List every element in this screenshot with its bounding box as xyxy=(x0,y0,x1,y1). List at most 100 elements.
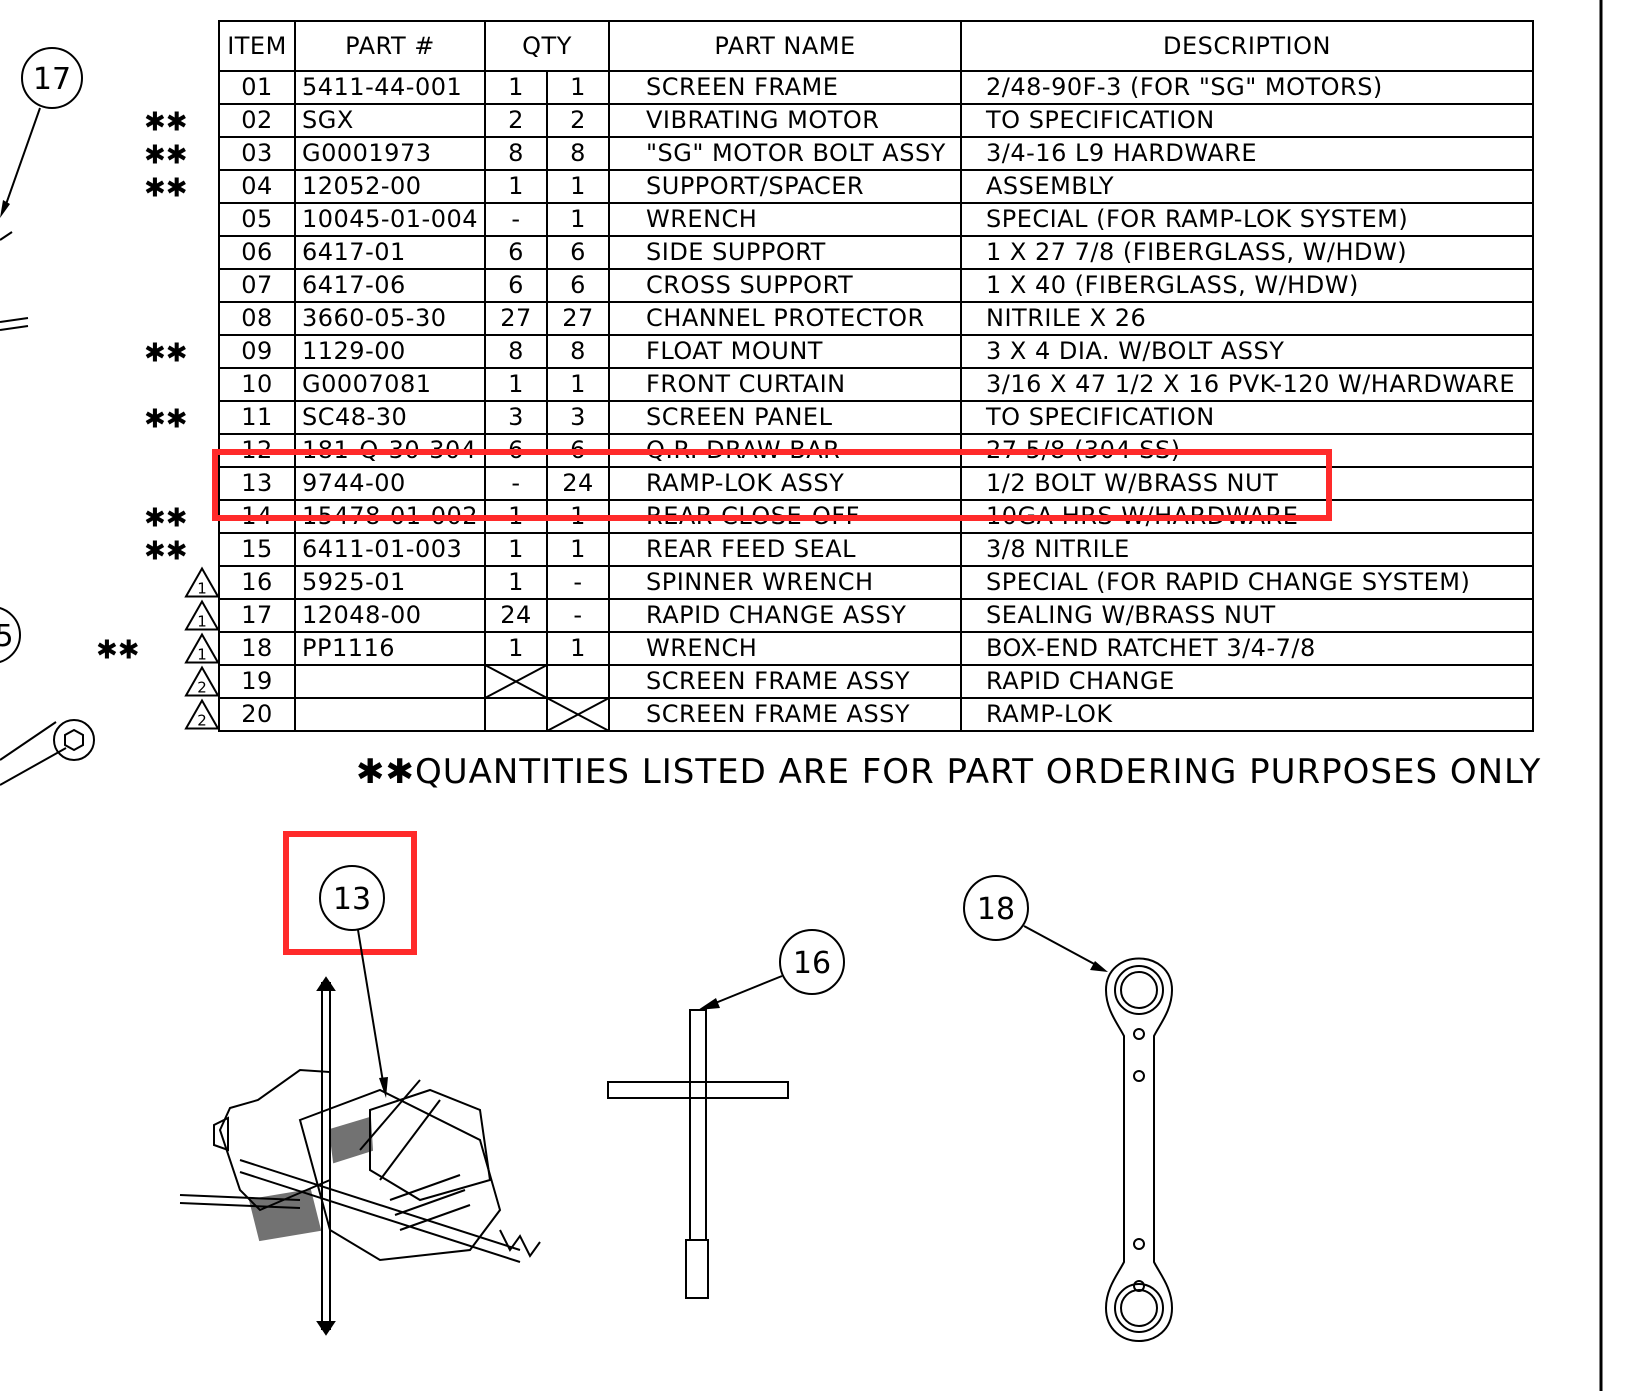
qty-cell: 6 xyxy=(546,268,611,303)
item-cell: 04 xyxy=(218,169,296,204)
spinner-wrench-view xyxy=(607,1009,789,1299)
qty-cell: 6 xyxy=(546,235,611,270)
qty-cell: 2 xyxy=(484,103,549,138)
part-name-cell: WRENCH xyxy=(608,202,963,237)
qty-cell: 1 xyxy=(546,532,611,567)
description-cell: SEALING W/BRASS NUT xyxy=(960,598,1535,633)
order-quantity-marker: ✱✱ xyxy=(144,405,188,435)
part-name-cell: "SG" MOTOR BOLT ASSY xyxy=(608,136,963,171)
description-cell: 3/16 X 47 1/2 X 16 PVK-120 W/HARDWARE xyxy=(960,367,1535,402)
qty-cell: 8 xyxy=(484,136,549,171)
balloon-17: 17 xyxy=(0,47,83,218)
qty-cell: 1 xyxy=(484,70,549,105)
part-number-cell: 6417-06 xyxy=(293,268,487,303)
header-qty: QTY xyxy=(484,20,611,72)
qty-cell: 24 xyxy=(546,466,611,501)
revision-triangle-icon: 1 xyxy=(184,632,220,664)
order-quantity-marker: ✱✱ xyxy=(144,108,188,138)
qty-cell xyxy=(546,697,611,732)
description-cell: 2/48-90F-3 (FOR "SG" MOTORS) xyxy=(960,70,1535,105)
svg-text:5: 5 xyxy=(0,619,14,654)
svg-text:17: 17 xyxy=(33,62,71,97)
qty-cell: - xyxy=(546,598,611,633)
order-quantity-marker: ✱✱ xyxy=(144,174,188,204)
item-cell: 05 xyxy=(218,202,296,237)
table-header-row: ITEM PART # QTY PART NAME DESCRIPTION xyxy=(218,20,1535,72)
part-number-cell: 15478-01-002 xyxy=(293,499,487,534)
item-cell: 18 xyxy=(218,631,296,666)
qty-cell: 27 xyxy=(484,301,549,336)
part-name-cell: CHANNEL PROTECTOR xyxy=(608,301,963,336)
qty-cell: 3 xyxy=(484,400,549,435)
item-cell: 14 xyxy=(218,499,296,534)
order-quantity-marker: ✱✱ xyxy=(144,141,188,171)
item-cell: 06 xyxy=(218,235,296,270)
part-name-cell: SIDE SUPPORT xyxy=(608,235,963,270)
part-name-cell: SPINNER WRENCH xyxy=(608,565,963,600)
part-name-cell: WRENCH xyxy=(608,631,963,666)
part-name-cell: SCREEN FRAME ASSY xyxy=(608,664,963,699)
order-quantity-marker: ✱✱ xyxy=(144,537,188,567)
part-number-cell: 6417-01 xyxy=(293,235,487,270)
item-cell: 15 xyxy=(218,532,296,567)
balloon-18: 18 xyxy=(963,875,1108,972)
part-number-cell: 1129-00 xyxy=(293,334,487,369)
part-name-cell: REAR CLOSE-OFF xyxy=(608,499,963,534)
description-cell: 1 X 27 7/8 (FIBERGLASS, W/HDW) xyxy=(960,235,1535,270)
part-name-cell: SCREEN FRAME xyxy=(608,70,963,105)
qty-cell: 3 xyxy=(546,400,611,435)
item-cell: 09 xyxy=(218,334,296,369)
header-description: DESCRIPTION xyxy=(960,20,1535,72)
qty-cell xyxy=(484,697,549,732)
description-cell: NITRILE X 26 xyxy=(960,301,1535,336)
qty-cell: 1 xyxy=(484,367,549,402)
description-cell: 3/4-16 L9 HARDWARE xyxy=(960,136,1535,171)
qty-cell xyxy=(484,664,549,699)
header-part-name: PART NAME xyxy=(608,20,963,72)
item-cell: 13 xyxy=(218,466,296,501)
part-number-cell: PP1116 xyxy=(293,631,487,666)
item-cell: 17 xyxy=(218,598,296,633)
part-number-cell: 9744-00 xyxy=(293,466,487,501)
qty-cell: 1 xyxy=(484,532,549,567)
part-number-cell xyxy=(293,664,487,699)
order-quantity-marker: ✱✱ xyxy=(144,504,188,534)
ramp-lok-assembly-view xyxy=(179,976,541,1336)
description-cell: 10GA HRS W/HARDWARE xyxy=(960,499,1535,534)
item-cell: 01 xyxy=(218,70,296,105)
part-name-cell: FLOAT MOUNT xyxy=(608,334,963,369)
svg-text:1: 1 xyxy=(197,580,207,598)
quantities-footnote: ✱✱QUANTITIES LISTED ARE FOR PART ORDERIN… xyxy=(356,752,1542,792)
svg-text:13: 13 xyxy=(333,882,371,917)
part-name-cell: REAR FEED SEAL xyxy=(608,532,963,567)
qty-cell: - xyxy=(484,466,549,501)
qty-cell: 1 xyxy=(484,565,549,600)
qty-cell: 1 xyxy=(546,169,611,204)
revision-triangle-icon: 2 xyxy=(184,665,220,697)
qty-cell: 1 xyxy=(484,499,549,534)
svg-text:16: 16 xyxy=(793,946,831,981)
revision-triangle-icon: 1 xyxy=(184,566,220,598)
item-cell: 07 xyxy=(218,268,296,303)
part-number-cell: 6411-01-003 xyxy=(293,532,487,567)
part-name-cell: RAPID CHANGE ASSY xyxy=(608,598,963,633)
part-number-cell: 5925-01 xyxy=(293,565,487,600)
qty-cell: 6 xyxy=(546,433,611,468)
item-cell: 20 xyxy=(218,697,296,732)
part-name-cell: CROSS SUPPORT xyxy=(608,268,963,303)
parts-list-table: ITEM PART # QTY PART NAME DESCRIPTION 01… xyxy=(218,20,1535,732)
qty-cell: 1 xyxy=(546,202,611,237)
description-cell: RAPID CHANGE xyxy=(960,664,1535,699)
part-name-cell: Q.R. DRAW BAR xyxy=(608,433,963,468)
description-cell: 3 X 4 DIA. W/BOLT ASSY xyxy=(960,334,1535,369)
part-number-cell: 3660-05-30 xyxy=(293,301,487,336)
item-cell: 11 xyxy=(218,400,296,435)
